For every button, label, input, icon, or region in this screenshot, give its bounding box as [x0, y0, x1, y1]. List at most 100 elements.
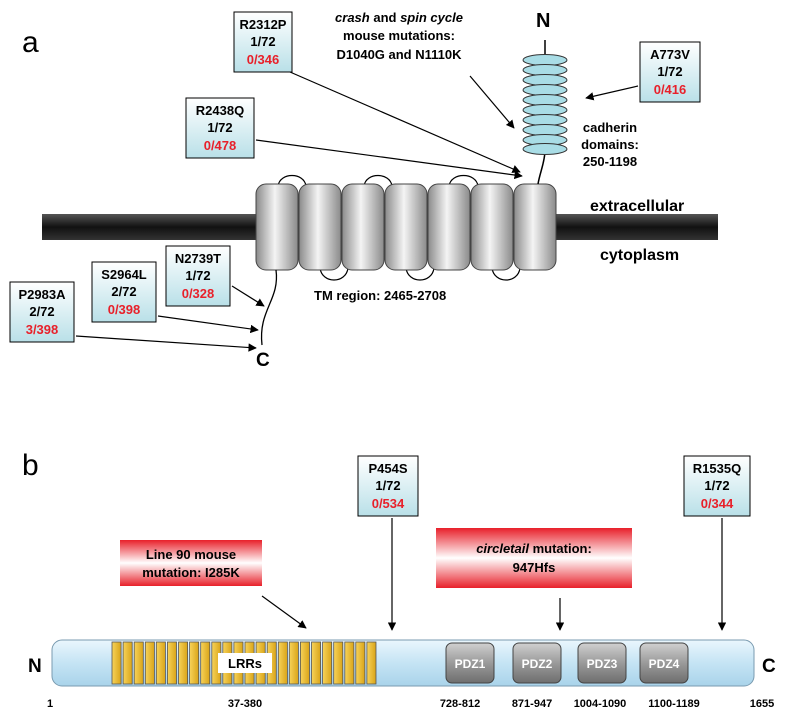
lrr-repeat: [155, 641, 166, 685]
lrr-repeat: [311, 641, 322, 685]
arrow-line90: [261, 595, 307, 629]
position-labels: 1 37-380 728-812 871-947 1004-1090 1100-…: [47, 698, 774, 710]
arrow-r2438q: [255, 139, 523, 180]
svg-text:0/328: 0/328: [182, 286, 215, 301]
tm-segment: [341, 183, 385, 271]
pdz-domain-4: [639, 642, 689, 684]
arrow-a773v: [585, 85, 639, 101]
position-label: 871-947: [512, 698, 552, 710]
lrr-repeat: [200, 641, 211, 685]
tm-segment: [255, 183, 299, 271]
tm-region-label: TM region: 2465-2708: [314, 288, 446, 303]
arrow-mouse-mutations: [469, 75, 515, 129]
variant-box-r1535q: R1535Q 1/72 0/344: [683, 455, 751, 517]
position-label: 1655: [750, 698, 774, 710]
extracellular-label: extracellular: [590, 198, 684, 215]
variant-box-a773v: A773V 1/72 0/416: [639, 41, 701, 103]
svg-text:PDZ1: PDZ1: [455, 657, 486, 671]
cadherin-domain: [522, 143, 568, 155]
lrr-repeat: [299, 641, 310, 685]
position-label: 728-812: [440, 698, 480, 710]
lrr-repeat: [189, 641, 200, 685]
lrr-repeat: [178, 641, 189, 685]
lrr-repeat: [333, 641, 344, 685]
cadherin-domain: [522, 124, 568, 136]
svg-text:mouse mutations:: mouse mutations:: [343, 28, 455, 43]
lrr-repeat: [111, 641, 122, 685]
panel-b-c-terminus: C: [762, 656, 776, 677]
svg-text:PDZ3: PDZ3: [587, 657, 618, 671]
svg-text:1/72: 1/72: [250, 34, 275, 49]
svg-text:mutation: I285K: mutation: I285K: [142, 565, 240, 580]
variant-box-s2964l: S2964L 2/72 0/398: [91, 261, 157, 323]
variant-box-n2739t: N2739T 1/72 0/328: [165, 245, 231, 307]
cadherin-domain: [522, 84, 568, 96]
cadherin-domain: [522, 74, 568, 86]
svg-text:R1535Q: R1535Q: [693, 461, 741, 476]
svg-text:P454S: P454S: [368, 461, 407, 476]
svg-text:1/72: 1/72: [207, 120, 232, 135]
svg-text:2/72: 2/72: [111, 284, 136, 299]
svg-text:PDZ4: PDZ4: [649, 657, 680, 671]
c-terminal-tail: [260, 269, 278, 346]
tm-segment: [513, 183, 557, 271]
n-terminus-label: N: [536, 10, 550, 32]
tm-segments: [255, 183, 557, 271]
arrow-s2964l: [157, 315, 259, 334]
variant-box-r2312p: R2312P 1/72 0/346: [233, 11, 293, 73]
cadherin-domain: [522, 94, 568, 106]
svg-text:N2739T: N2739T: [175, 251, 221, 266]
svg-text:0/534: 0/534: [372, 496, 405, 511]
lrr-label-bg: [218, 653, 272, 673]
lrr-repeat: [355, 641, 366, 685]
svg-text:A773V: A773V: [650, 47, 690, 62]
cadherin-domain: [522, 54, 568, 66]
svg-text:1/72: 1/72: [704, 478, 729, 493]
variant-box-r2438q: R2438Q 1/72 0/478: [185, 97, 255, 159]
lrr-repeat: [277, 641, 288, 685]
pdz-domain-2: [512, 642, 562, 684]
lrr-repeat: [344, 641, 355, 685]
variant-box-p2983a: P2983A 2/72 3/398: [9, 281, 75, 343]
svg-text:1/72: 1/72: [185, 268, 210, 283]
svg-text:0/346: 0/346: [247, 52, 280, 67]
svg-text:D1040G and N1110K: D1040G and N1110K: [336, 47, 462, 62]
tm-segment: [427, 183, 471, 271]
cadherin-domains: [522, 54, 568, 155]
arrow-r2312p: [289, 71, 521, 173]
pdz-domain-1: [445, 642, 495, 684]
cadherin-line-2: domains:: [581, 137, 639, 152]
svg-text:1/72: 1/72: [375, 478, 400, 493]
tm-segment: [384, 183, 428, 271]
svg-text:2/72: 2/72: [29, 304, 54, 319]
lrr-repeat: [166, 641, 177, 685]
svg-text:circletail mutation:: circletail mutation:: [476, 541, 592, 556]
position-label: 37-380: [228, 698, 262, 710]
lrr-label: LRRs: [228, 656, 262, 671]
c-terminus-label: C: [256, 350, 270, 371]
svg-text:S2964L: S2964L: [101, 267, 147, 282]
position-label: 1: [47, 698, 53, 710]
arrow-n2739t: [231, 285, 265, 307]
svg-text:R2312P: R2312P: [240, 17, 287, 32]
lrr-repeat: [122, 641, 133, 685]
pdz-domain-3: [577, 642, 627, 684]
pdz-domains: PDZ1 PDZ2 PDZ3 PDZ4: [445, 642, 689, 684]
svg-text:crash and spin cycle: crash and spin cycle: [335, 10, 463, 25]
mouse-mutation-annotation: crash and spin cycle mouse mutations: D1…: [335, 10, 463, 62]
lrr-repeat: [366, 641, 377, 685]
position-label: 1004-1090: [574, 698, 627, 710]
cadherin-domain: [522, 104, 568, 116]
svg-text:PDZ2: PDZ2: [522, 657, 553, 671]
cadherin-stalk: [537, 149, 546, 185]
cadherin-annotation: cadherin domains: 250-1198: [581, 120, 639, 169]
variant-box-p454s: P454S 1/72 0/534: [357, 455, 419, 517]
cadherin-domain: [522, 64, 568, 76]
panel-a-label: a: [22, 26, 39, 59]
lrr-repeat: [288, 641, 299, 685]
svg-text:3/398: 3/398: [26, 322, 59, 337]
svg-text:0/478: 0/478: [204, 138, 237, 153]
lrr-repeat: [133, 641, 144, 685]
svg-text:Line 90 mouse: Line 90 mouse: [146, 547, 236, 562]
